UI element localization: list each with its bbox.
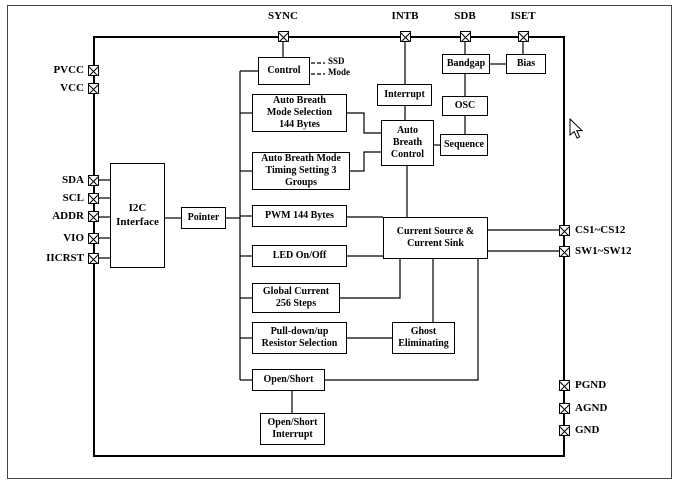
annotation-ssd: SSD — [328, 56, 345, 66]
pin-label-pvcc: PVCC — [53, 64, 84, 76]
pin-label-sdb: SDB — [454, 10, 476, 22]
pin-sync — [278, 31, 289, 42]
pin-label-addr: ADDR — [52, 210, 84, 222]
pin-label-sync: SYNC — [268, 10, 298, 22]
pin-label-sda: SDA — [61, 174, 84, 186]
pin-label-gnd: GND — [575, 424, 600, 436]
block-auto-breath-timing: Auto Breath Mode Timing Setting 3 Groups — [252, 152, 350, 190]
pin-label-iset: ISET — [510, 10, 536, 22]
block-ghost-eliminating: Ghost Eliminating — [392, 322, 455, 354]
pin-label-intb: INTB — [391, 10, 419, 22]
block-led-on-off: LED On/Off — [252, 245, 347, 267]
annotation-mode: Mode — [328, 67, 350, 77]
mouse-cursor-icon — [569, 118, 584, 139]
block-pwm: PWM 144 Bytes — [252, 205, 347, 227]
block-control: Control — [258, 57, 310, 85]
block-auto-breath-mode-selection: Auto Breath Mode Selection 144 Bytes — [252, 94, 347, 132]
block-bandgap: Bandgap — [442, 54, 490, 74]
pin-pvcc — [88, 65, 99, 76]
pin-label-scl: SCL — [62, 192, 84, 204]
block-interrupt: Interrupt — [377, 84, 432, 106]
block-osc: OSC — [442, 96, 488, 116]
pin-sda — [88, 175, 99, 186]
pin-addr — [88, 211, 99, 222]
block-global-current: Global Current 256 Steps — [252, 283, 340, 313]
pin-vio — [88, 233, 99, 244]
block-sequence: Sequence — [440, 134, 488, 156]
pin-sw1-sw12 — [559, 246, 570, 257]
page-frame — [7, 5, 672, 479]
pin-sdb — [460, 31, 471, 42]
pin-label-vio: VIO — [63, 232, 84, 244]
pin-vcc — [88, 83, 99, 94]
pin-gnd — [559, 425, 570, 436]
block-pull-resistor: Pull-down/up Resistor Selection — [252, 322, 347, 354]
pin-scl — [88, 193, 99, 204]
block-current-source-sink: Current Source & Current Sink — [383, 217, 488, 259]
pin-label-agnd: AGND — [575, 402, 608, 414]
block-auto-breath-control: Auto Breath Control — [381, 120, 434, 166]
block-open-short-interrupt: Open/Short Interrupt — [260, 413, 325, 445]
block-bias: Bias — [506, 54, 546, 74]
pin-label-pgnd: PGND — [575, 379, 607, 391]
block-open-short: Open/Short — [252, 369, 325, 391]
block-pointer: Pointer — [181, 207, 226, 229]
pin-pgnd — [559, 380, 570, 391]
pin-cs1-cs12 — [559, 225, 570, 236]
pin-iicrst — [88, 253, 99, 264]
pin-label-cs1-cs12: CS1~CS12 — [575, 224, 626, 236]
pin-label-sw1-sw12: SW1~SW12 — [575, 245, 632, 257]
pin-label-iicrst: IICRST — [46, 252, 84, 264]
pin-iset — [518, 31, 529, 42]
pin-intb — [400, 31, 411, 42]
pin-label-vcc: VCC — [60, 82, 84, 94]
pin-agnd — [559, 403, 570, 414]
block-i2c-interface: I2C Interface — [110, 163, 165, 268]
connection-wires — [99, 42, 559, 413]
